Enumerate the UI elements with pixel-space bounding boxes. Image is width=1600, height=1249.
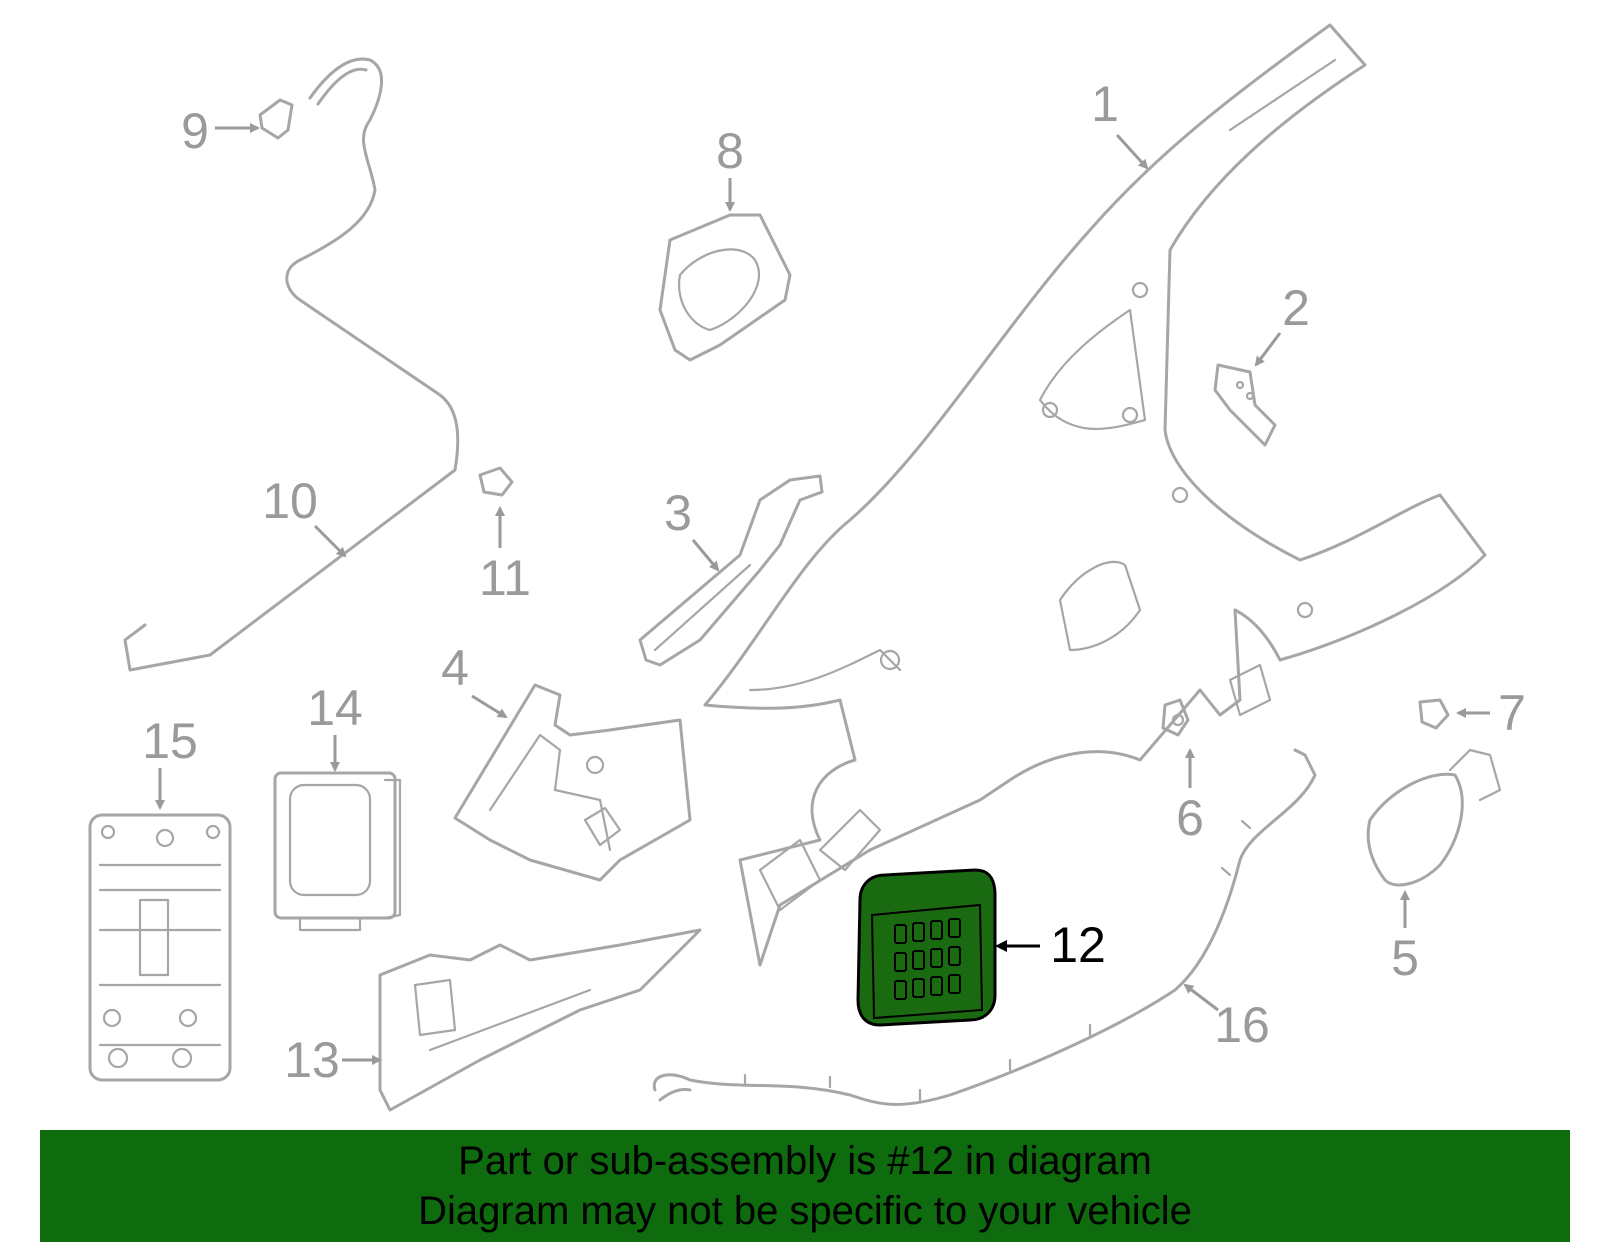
callout-label: 4: [441, 640, 469, 696]
callout-1: 1: [1091, 76, 1149, 170]
part-4-inner-panel: [453, 683, 692, 882]
callout-5: 5: [1391, 890, 1419, 986]
part-8-housing: [658, 213, 792, 362]
callout-10: 10: [262, 473, 347, 558]
callout-3: 3: [664, 485, 720, 572]
part-16-harness: [652, 748, 1317, 1106]
part-7-clip: [1418, 698, 1450, 730]
callout-12: 12: [995, 917, 1106, 973]
callout-label: 2: [1282, 280, 1310, 336]
callout-label: 14: [307, 680, 363, 736]
callout-8: 8: [716, 123, 744, 212]
callout-label: 3: [664, 485, 692, 541]
callout-6: 6: [1176, 748, 1204, 846]
callout-label: 5: [1391, 930, 1419, 986]
callout-label: 10: [262, 473, 318, 529]
part-3-reinforcement: [638, 474, 824, 667]
callout-2: 2: [1254, 280, 1310, 367]
part-12-grille-highlighted: [856, 868, 997, 1027]
part-1-quarter-panel: [703, 23, 1487, 967]
callout-label: 7: [1498, 685, 1526, 741]
callout-label: 1: [1091, 76, 1119, 132]
callout-11: 11: [479, 506, 531, 606]
part-2-bracket: [1213, 363, 1277, 447]
callout-16: 16: [1183, 983, 1270, 1053]
callout-15: 15: [142, 713, 198, 810]
callout-label: 16: [1214, 997, 1270, 1053]
callout-label: 15: [142, 713, 198, 769]
callout-label: 8: [716, 123, 744, 179]
part-5-fuel-lid: [1366, 748, 1502, 887]
part-15-box: [88, 813, 232, 1082]
callout-7: 7: [1456, 685, 1526, 741]
callout-14: 14: [307, 680, 363, 772]
part-14-module: [273, 771, 402, 932]
part-9-clip: [258, 98, 294, 140]
part-13-trim: [378, 928, 702, 1112]
callout-label: 12: [1050, 917, 1106, 973]
banner-line-part: Part or sub-assembly is #12 in diagram: [458, 1139, 1152, 1183]
part-6-clip: [1161, 698, 1190, 737]
callout-label: 6: [1176, 790, 1204, 846]
callout-9: 9: [181, 103, 260, 159]
callout-label: 11: [479, 550, 531, 606]
part-10-wire: [123, 57, 460, 672]
part-info-banner: Part or sub-assembly is #12 in diagram D…: [40, 1130, 1570, 1242]
callout-label: 9: [181, 103, 209, 159]
callout-4: 4: [441, 640, 508, 719]
banner-line-disclaimer: Diagram may not be specific to your vehi…: [418, 1189, 1192, 1233]
part-11-clip: [478, 466, 514, 497]
callout-13: 13: [284, 1032, 382, 1088]
callout-label: 13: [284, 1032, 340, 1088]
